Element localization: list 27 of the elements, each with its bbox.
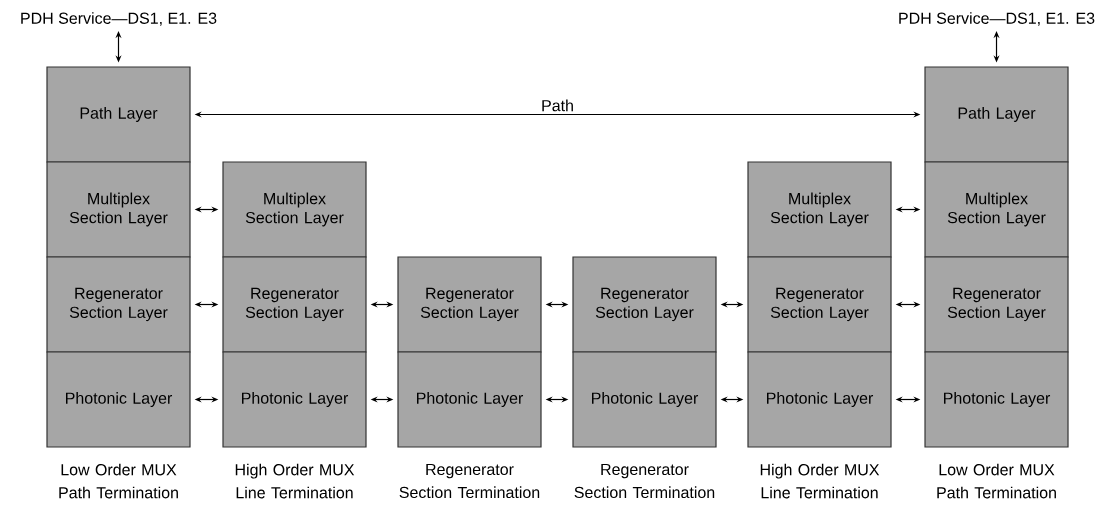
layer-box: Regenerator Section Layer (397, 256, 542, 353)
layer-box: Multiplex Section Layer (924, 161, 1069, 258)
layer-box: Photonic Layer (572, 351, 717, 448)
service-label: PDH Service—DS1, E1. E3 (21, 12, 217, 26)
column-caption: Regenerator Section Termination (399, 463, 540, 499)
column-caption: High Order MUX Line Termination (235, 463, 355, 499)
layer-box: Multiplex Section Layer (747, 161, 892, 258)
column-caption: High Order MUX Line Termination (760, 463, 880, 499)
layer-box: Regenerator Section Layer (46, 256, 191, 353)
layer-box: Photonic Layer (46, 351, 191, 448)
layer-box: Multiplex Section Layer (46, 161, 191, 258)
column-caption: Low Order MUX Path Termination (59, 463, 178, 499)
layer-box: Regenerator Section Layer (747, 256, 892, 353)
layer-box: Photonic Layer (397, 351, 542, 448)
layer-box: Regenerator Section Layer (924, 256, 1069, 353)
service-label: PDH Service—DS1, E1. E3 (899, 12, 1095, 26)
layer-box: Path Layer (924, 66, 1069, 163)
layer-box: Regenerator Section Layer (572, 256, 717, 353)
column-caption: Low Order MUX Path Termination (937, 463, 1056, 499)
layer-box: Regenerator Section Layer (222, 256, 367, 353)
edge-label: Path (540, 98, 575, 113)
layer-box: Photonic Layer (222, 351, 367, 448)
layer-box: Photonic Layer (924, 351, 1069, 448)
column-caption: Regenerator Section Termination (574, 463, 715, 499)
layer-box: Path Layer (46, 66, 191, 163)
layer-box: Multiplex Section Layer (222, 161, 367, 258)
layer-box: Photonic Layer (747, 351, 892, 448)
